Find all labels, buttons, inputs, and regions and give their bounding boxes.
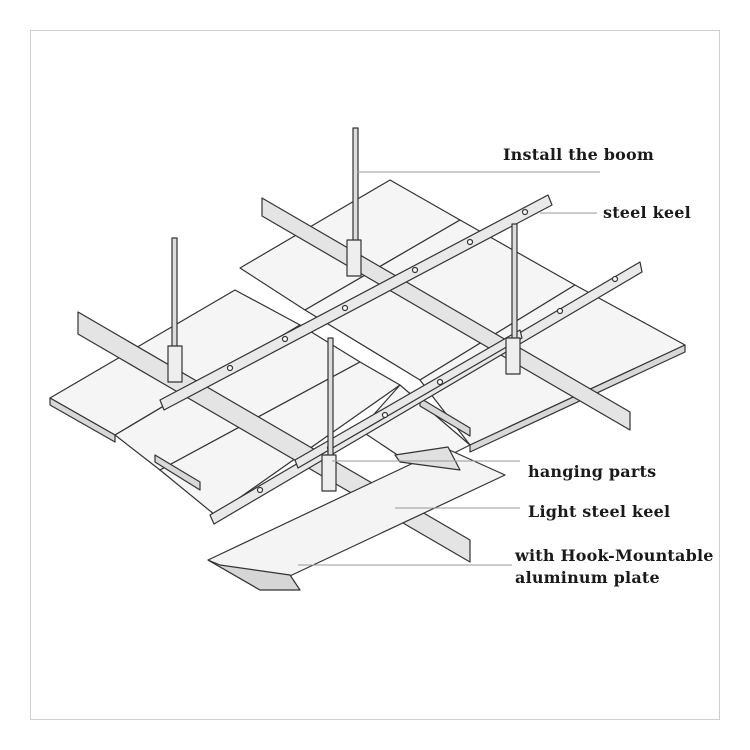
label-light-steel-keel: Light steel keel xyxy=(528,502,671,521)
light-keel xyxy=(294,329,523,469)
label-steel-keel: steel keel xyxy=(603,203,691,222)
loose-aluminum-plate xyxy=(207,446,506,591)
hanger-rod xyxy=(327,337,334,461)
hanging-clip xyxy=(505,337,521,375)
light-keels xyxy=(159,194,643,525)
hanger-rod xyxy=(171,237,178,354)
hanger-rod xyxy=(511,223,518,345)
keel-holes xyxy=(226,208,619,494)
light-keel xyxy=(159,194,553,411)
image-border xyxy=(30,30,720,720)
hanging-clip xyxy=(321,454,337,492)
leader-lines xyxy=(298,171,600,566)
label-install-boom: Install the boom xyxy=(503,145,655,164)
label-hook-mountable: with Hook-Mountable xyxy=(515,546,714,565)
hanging-clip xyxy=(167,345,183,383)
label-hanging-parts: hanging parts xyxy=(528,462,657,481)
label-aluminum-plate: aluminum plate xyxy=(515,568,660,587)
hanging-clip xyxy=(346,239,362,277)
hanger-rod xyxy=(352,127,359,247)
hanging-clips xyxy=(167,239,521,492)
